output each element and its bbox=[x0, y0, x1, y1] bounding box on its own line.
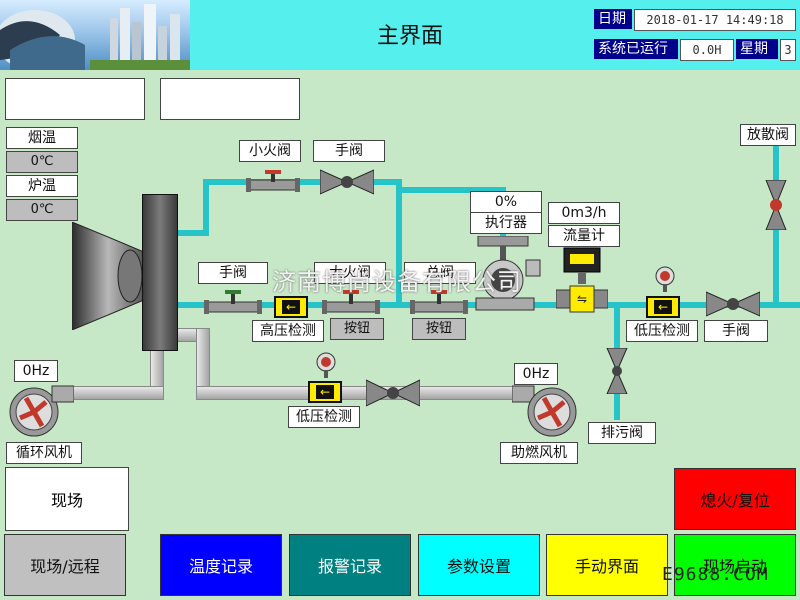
big-fire-valve-icon[interactable] bbox=[322, 290, 380, 314]
manual-screen-button[interactable]: 手动界面 bbox=[546, 534, 668, 596]
high-pressure-label: 高压检测 bbox=[252, 320, 324, 342]
site-watermark: E9688.COM bbox=[662, 564, 769, 585]
gas-bypass-pipe-right bbox=[396, 179, 402, 307]
smoke-temp-value: 0℃ bbox=[6, 151, 78, 173]
manual-valve-top-label: 手阀 bbox=[313, 140, 385, 162]
big-fire-valve-label: 大火阀 bbox=[314, 262, 386, 284]
drain-valve-label: 排污阀 bbox=[588, 422, 656, 444]
pressure-gauge-bottom-icon bbox=[316, 352, 336, 378]
small-fire-valve-icon[interactable] bbox=[246, 170, 300, 194]
circ-fan-icon[interactable] bbox=[8, 384, 75, 442]
small-button-1[interactable]: 按钮 bbox=[330, 318, 384, 340]
runtime-label: 系统已运行 bbox=[594, 39, 678, 59]
page-title: 主界面 bbox=[376, 24, 443, 49]
low-pressure-right-label: 低压检测 bbox=[626, 320, 698, 342]
manual-valve-left-label: 手阀 bbox=[198, 262, 268, 284]
actuator-label: 执行器 bbox=[470, 212, 542, 234]
datetime-value: 2018-01-17 14:49:18 bbox=[634, 9, 796, 31]
info-box-1 bbox=[5, 78, 145, 120]
comb-fan-hz: 0Hz bbox=[514, 363, 558, 385]
alarm-record-button[interactable]: 报警记录 bbox=[289, 534, 411, 596]
param-settings-button[interactable]: 参数设置 bbox=[418, 534, 540, 596]
comb-fan-icon[interactable] bbox=[511, 384, 578, 442]
low-pressure-bottom-label: 低压检测 bbox=[288, 406, 360, 428]
flow-meter-icon: ⇋ bbox=[555, 246, 609, 318]
info-box-2 bbox=[160, 78, 300, 120]
date-label: 日期 bbox=[594, 9, 632, 29]
vent-valve-icon[interactable] bbox=[764, 179, 788, 231]
temp-record-button[interactable]: 温度记录 bbox=[160, 534, 282, 596]
small-fire-valve-label: 小火阀 bbox=[239, 140, 301, 162]
high-pressure-detector: ← bbox=[274, 296, 308, 318]
comb-fan-label: 助燃风机 bbox=[500, 442, 578, 464]
main-valve-label: 总阀 bbox=[404, 262, 476, 284]
gas-bypass-pipe-top bbox=[203, 179, 401, 185]
weekday-value: 3 bbox=[780, 39, 796, 61]
vent-valve-label: 放散阀 bbox=[740, 124, 796, 146]
flow-label: 流量计 bbox=[548, 225, 620, 247]
drain-valve-icon[interactable] bbox=[605, 347, 629, 395]
comb-air-pipe-h bbox=[196, 386, 526, 400]
actuator-feed-pipe bbox=[396, 187, 506, 193]
manual-valve-right-label: 手阀 bbox=[704, 320, 768, 342]
burner-body bbox=[142, 194, 178, 351]
manual-valve-right-icon[interactable] bbox=[705, 290, 761, 318]
main-valve-icon[interactable] bbox=[410, 290, 468, 314]
low-pressure-detector-right: ← bbox=[646, 296, 680, 318]
burner-nozzle bbox=[71, 221, 145, 331]
arrow-left-icon: ← bbox=[316, 385, 334, 399]
manual-valve-top-icon[interactable] bbox=[319, 168, 375, 196]
furnace-temp-value: 0℃ bbox=[6, 199, 78, 221]
flow-value: 0m3/h bbox=[548, 202, 620, 224]
air-valve-icon[interactable] bbox=[365, 378, 421, 408]
circ-air-pipe-h bbox=[70, 386, 164, 400]
flameout-reset-button[interactable]: 熄火/复位 bbox=[674, 468, 796, 530]
weekday-label: 星期 bbox=[736, 39, 778, 59]
arrow-left-icon: ← bbox=[282, 300, 300, 314]
mode-indicator: 现场 bbox=[5, 467, 129, 531]
circ-fan-label: 循环风机 bbox=[6, 442, 82, 464]
circ-fan-hz: 0Hz bbox=[14, 360, 58, 382]
gas-bypass-pipe-bottom bbox=[178, 230, 209, 236]
actuator-percent: 0% bbox=[470, 191, 542, 213]
watermark-text: 济南博尚设备有限公司 bbox=[272, 268, 522, 296]
local-start-button[interactable]: 现场启动 bbox=[674, 534, 796, 596]
actuator-valve-icon[interactable] bbox=[470, 235, 544, 314]
small-button-2[interactable]: 按钮 bbox=[412, 318, 466, 340]
runtime-value: 0.0H bbox=[680, 39, 734, 61]
svg-text:⇋: ⇋ bbox=[577, 292, 587, 306]
manual-valve-left-icon[interactable] bbox=[204, 290, 262, 314]
local-remote-button[interactable]: 现场/远程 bbox=[4, 534, 126, 596]
pressure-gauge-right-icon bbox=[655, 266, 675, 292]
low-pressure-detector-bottom: ← bbox=[308, 381, 342, 403]
company-logo bbox=[0, 0, 190, 70]
furnace-temp-label: 炉温 bbox=[6, 175, 78, 197]
gas-bypass-pipe-left bbox=[203, 179, 209, 235]
smoke-temp-label: 烟温 bbox=[6, 127, 78, 149]
arrow-left-icon: ← bbox=[654, 300, 672, 314]
